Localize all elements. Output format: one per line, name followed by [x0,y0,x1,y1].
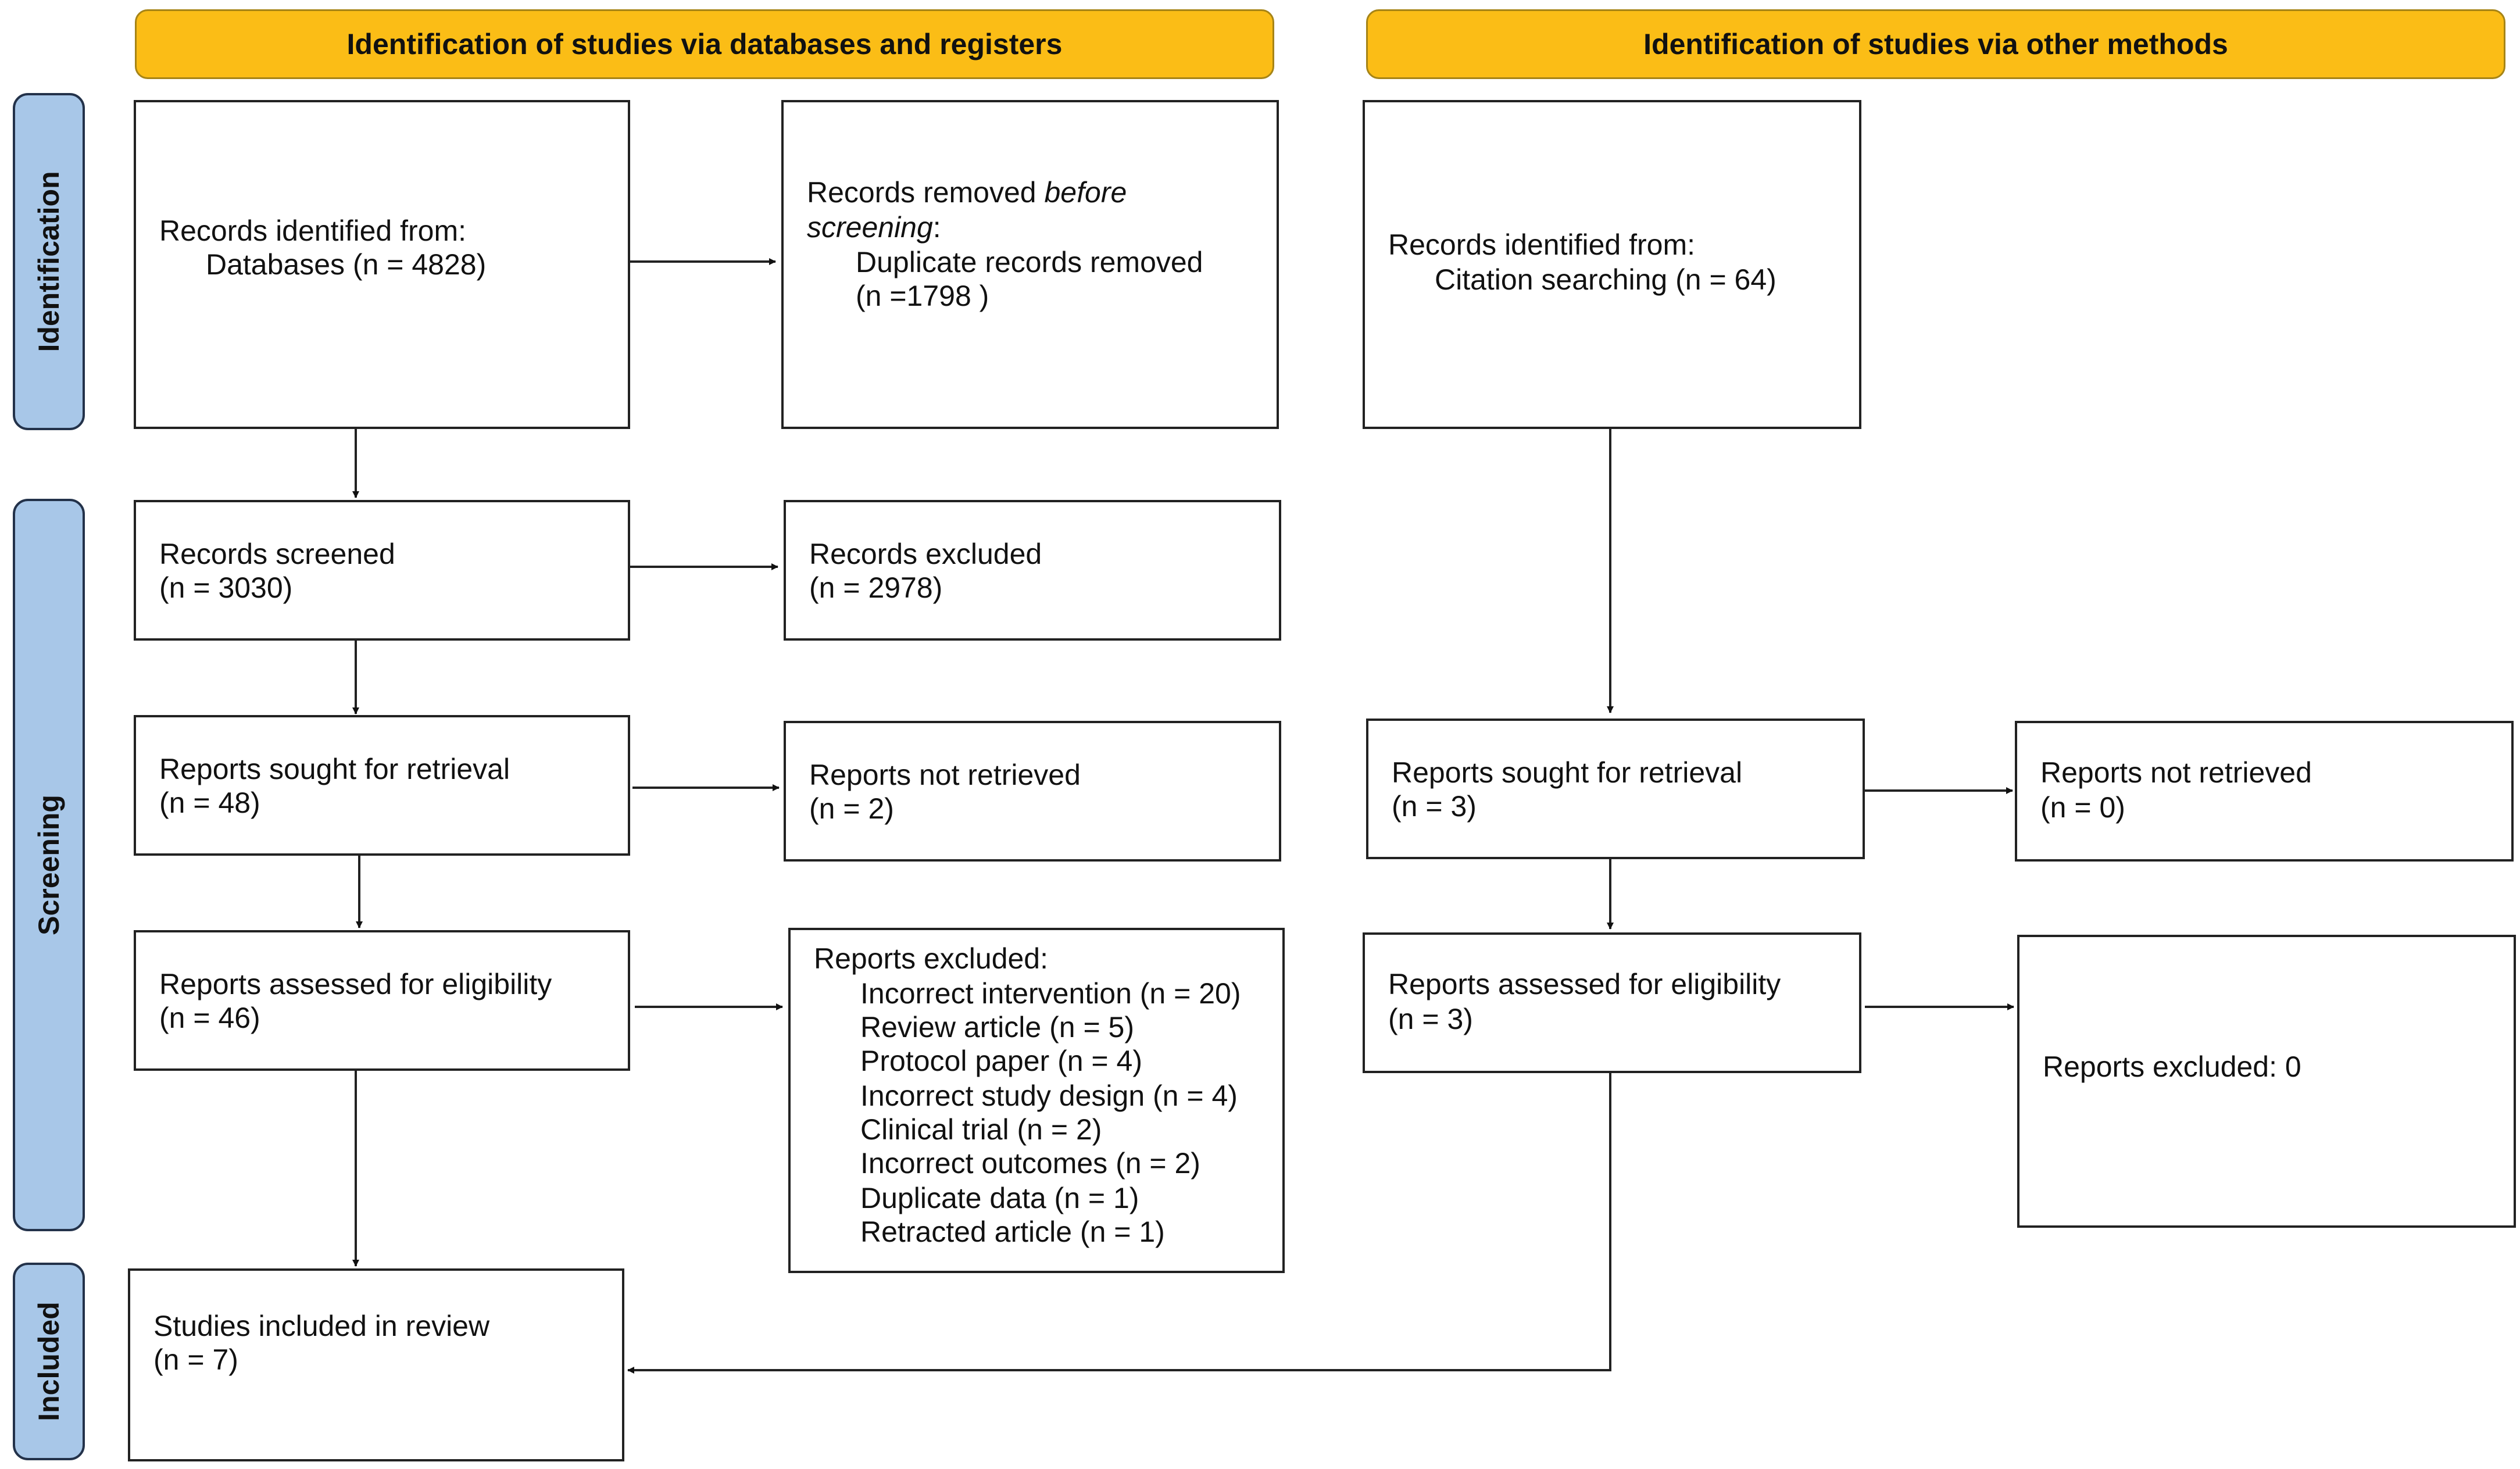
text-line: (n = 46) [159,1002,260,1034]
other-reports-not-retrieved-box: Reports not retrieved (n = 0) [2015,721,2514,862]
text-line: Reports sought for retrieval [159,753,510,785]
list-item: Incorrect study design (n = 4) [860,1080,1238,1112]
text-line: Reports assessed for eligibility [159,968,552,1000]
reports-excluded-box: Reports excluded: Incorrect intervention… [788,928,1285,1273]
text-line: Reports sought for retrieval [1392,756,1743,789]
text-line: Citation searching (n = 64) [1435,263,1776,296]
reports-sought-box: Reports sought for retrieval (n = 48) [134,715,630,856]
list-item: Duplicate data (n = 1) [860,1182,1139,1214]
header-other-methods: Identification of studies via other meth… [1366,9,2505,79]
list-item: Incorrect outcomes (n = 2) [860,1147,1200,1180]
stage-screening: Screening [13,499,85,1231]
text-span: : [932,211,941,244]
stage-identification: Identification [13,93,85,430]
text-line: Reports excluded: [814,942,1049,975]
text-line: Duplicate records removed [856,246,1203,278]
text-line: (n = 0) [2040,791,2125,824]
emphasis-screening: screening [807,211,933,244]
text-line: (n =1798 ) [856,280,989,312]
text-line: (n = 3) [1392,790,1477,823]
text-line: (n = 3) [1388,1003,1473,1035]
emphasis-before: before [1044,176,1127,209]
records-identified-databases-box: Records identified from: Databases (n = … [134,100,630,429]
text-line: Records excluded [809,538,1042,570]
text-line: (n = 2) [809,792,894,825]
reports-assessed-box: Reports assessed for eligibility (n = 46… [134,930,630,1071]
text-line: Databases (n = 4828) [206,248,487,281]
list-item: Protocol paper (n = 4) [860,1045,1142,1077]
header-databases-registers: Identification of studies via databases … [135,9,1274,79]
text-line: Reports excluded: 0 [2043,1050,2301,1083]
records-identified-other-box: Records identified from: Citation search… [1363,100,1861,429]
list-item: Review article (n = 5) [860,1011,1134,1043]
text-line: Studies included in review [153,1310,490,1342]
arrow-other-assessed-to-included [627,1072,1611,1374]
studies-included-box: Studies included in review (n = 7) [128,1268,624,1461]
text-line: Records screened [159,538,395,570]
text-line: screening: [807,210,941,244]
records-screened-box: Records screened (n = 3030) [134,500,630,641]
text-line: Records identified from: [1388,228,1696,261]
text-line: Reports not retrieved [2040,756,2312,789]
text-line: Reports not retrieved [809,759,1081,791]
text-line: (n = 3030) [159,571,293,604]
reports-not-retrieved-box: Reports not retrieved (n = 2) [784,721,1281,862]
list-item: Clinical trial (n = 2) [860,1113,1102,1146]
text-line: (n = 2978) [809,571,943,604]
text-line: Reports assessed for eligibility [1388,968,1781,1000]
list-item: Incorrect intervention (n = 20) [860,977,1241,1010]
records-removed-box: Records removed before screening: Duplic… [781,100,1279,429]
list-item: Retracted article (n = 1) [860,1216,1165,1248]
other-reports-sought-box: Reports sought for retrieval (n = 3) [1366,719,1865,859]
stage-included: Included [13,1263,85,1460]
other-reports-excluded-box: Reports excluded: 0 [2017,935,2516,1228]
text-line: (n = 48) [159,787,260,819]
text-line: Records identified from: [159,215,467,247]
text-span: Records removed [807,176,1045,209]
other-reports-assessed-box: Reports assessed for eligibility (n = 3) [1363,932,1861,1073]
text-line: Records removed before [807,176,1127,209]
records-excluded-box: Records excluded (n = 2978) [784,500,1281,641]
text-line: (n = 7) [153,1343,238,1376]
